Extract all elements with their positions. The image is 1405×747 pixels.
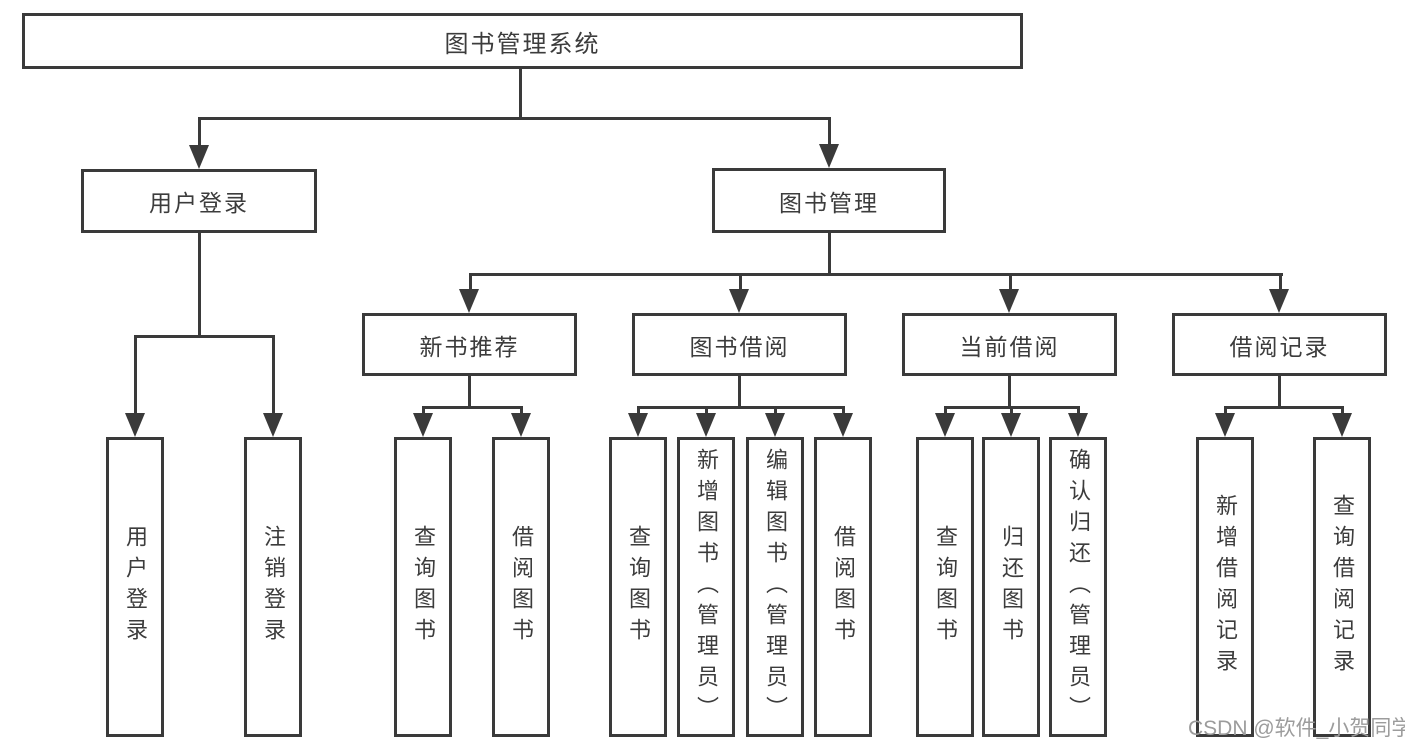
node-leaf-add-books-admin: 新增图书（管理员）	[677, 437, 735, 737]
arrow-down-icon	[819, 144, 839, 168]
node-user-login: 用户登录	[81, 169, 317, 233]
node-label: 图书管理	[779, 189, 879, 216]
node-label: 用户登录	[123, 525, 148, 649]
connector-line	[828, 117, 831, 147]
connector-line	[272, 335, 275, 415]
arrow-down-icon	[413, 413, 433, 437]
arrow-down-icon	[696, 413, 716, 437]
connector-line	[520, 406, 523, 415]
connector-line	[1010, 406, 1013, 415]
node-leaf-confirm-return-admin: 确认归还（管理员）	[1049, 437, 1107, 737]
node-label: 编辑图书（管理员）	[763, 447, 788, 727]
arrow-down-icon	[1269, 289, 1289, 313]
arrow-down-icon	[1001, 413, 1021, 437]
connector-line	[738, 376, 741, 408]
node-label: 新增图书（管理员）	[694, 447, 719, 727]
arrow-down-icon	[729, 289, 749, 313]
arrow-down-icon	[628, 413, 648, 437]
node-label: 新增借阅记录	[1213, 494, 1238, 680]
node-book-management: 图书管理	[712, 168, 946, 233]
connector-line	[1009, 273, 1012, 291]
node-label: 确认归还（管理员）	[1066, 447, 1091, 727]
node-label: 借阅图书	[509, 525, 534, 649]
arrow-down-icon	[459, 289, 479, 313]
connector-line	[1077, 406, 1080, 415]
connector-line	[519, 69, 522, 117]
node-label: 当前借阅	[959, 333, 1060, 360]
node-leaf-query-books-borrow: 查询图书	[609, 437, 667, 737]
node-label: 查询图书	[933, 525, 958, 649]
connector-line	[1224, 406, 1343, 409]
arrow-down-icon	[1215, 413, 1235, 437]
node-leaf-borrow-books: 借阅图书	[814, 437, 872, 737]
node-leaf-query-borrow-record: 查询借阅记录	[1313, 437, 1371, 737]
connector-line	[469, 273, 1283, 276]
connector-line	[422, 406, 523, 409]
connector-line	[637, 406, 640, 415]
connector-line	[944, 406, 947, 415]
arrow-down-icon	[125, 413, 145, 437]
node-label: 查询借阅记录	[1330, 494, 1355, 680]
node-leaf-user-login: 用户登录	[106, 437, 164, 737]
node-borrow-records: 借阅记录	[1172, 313, 1387, 376]
node-leaf-query-books-current: 查询图书	[916, 437, 974, 737]
connector-line	[637, 406, 845, 409]
connector-line	[1224, 406, 1227, 415]
arrow-down-icon	[935, 413, 955, 437]
arrow-down-icon	[511, 413, 531, 437]
arrow-down-icon	[999, 289, 1019, 313]
connector-line	[422, 406, 425, 415]
node-label: 用户登录	[149, 190, 249, 216]
connector-line	[828, 233, 831, 275]
node-label: 借阅图书	[831, 525, 856, 649]
node-leaf-return-books: 归还图书	[982, 437, 1040, 737]
connector-line	[198, 117, 201, 147]
connector-line	[198, 233, 201, 337]
node-label: 查询图书	[626, 525, 651, 649]
connector-line	[1278, 376, 1281, 408]
arrow-down-icon	[833, 413, 853, 437]
connector-line	[1341, 406, 1344, 415]
connector-line	[774, 406, 777, 415]
connector-line	[739, 273, 742, 291]
node-leaf-query-books-recommend: 查询图书	[394, 437, 452, 737]
node-label: 新书推荐	[419, 333, 520, 360]
connector-line	[1008, 376, 1011, 408]
connector-line	[469, 273, 472, 291]
node-new-book-recommend: 新书推荐	[362, 313, 577, 376]
node-label: 注销登录	[261, 525, 286, 649]
node-label: 图书管理系统	[444, 30, 601, 58]
arrow-down-icon	[1332, 413, 1352, 437]
arrow-down-icon	[189, 145, 209, 169]
node-leaf-edit-books-admin: 编辑图书（管理员）	[746, 437, 804, 737]
connector-line	[468, 376, 471, 408]
node-label: 借阅记录	[1229, 333, 1330, 360]
node-leaf-borrow-books-recommend: 借阅图书	[492, 437, 550, 737]
csdn-watermark: CSDN @软件_小贺同学	[1188, 717, 1405, 740]
arrow-down-icon	[765, 413, 785, 437]
node-book-borrow: 图书借阅	[632, 313, 847, 376]
node-leaf-add-borrow-record: 新增借阅记录	[1196, 437, 1254, 737]
connector-line	[842, 406, 845, 415]
node-label: 查询图书	[411, 525, 436, 649]
node-library-system: 图书管理系统	[22, 13, 1023, 69]
connector-line	[198, 117, 831, 120]
connector-line	[134, 335, 275, 338]
arrow-down-icon	[1068, 413, 1088, 437]
connector-line	[705, 406, 708, 415]
arrow-down-icon	[263, 413, 283, 437]
connector-line	[134, 335, 137, 415]
node-label: 归还图书	[999, 525, 1024, 649]
connector-line	[1279, 273, 1282, 291]
node-label: 图书借阅	[689, 333, 790, 360]
node-current-borrow: 当前借阅	[902, 313, 1117, 376]
node-leaf-logout: 注销登录	[244, 437, 302, 737]
